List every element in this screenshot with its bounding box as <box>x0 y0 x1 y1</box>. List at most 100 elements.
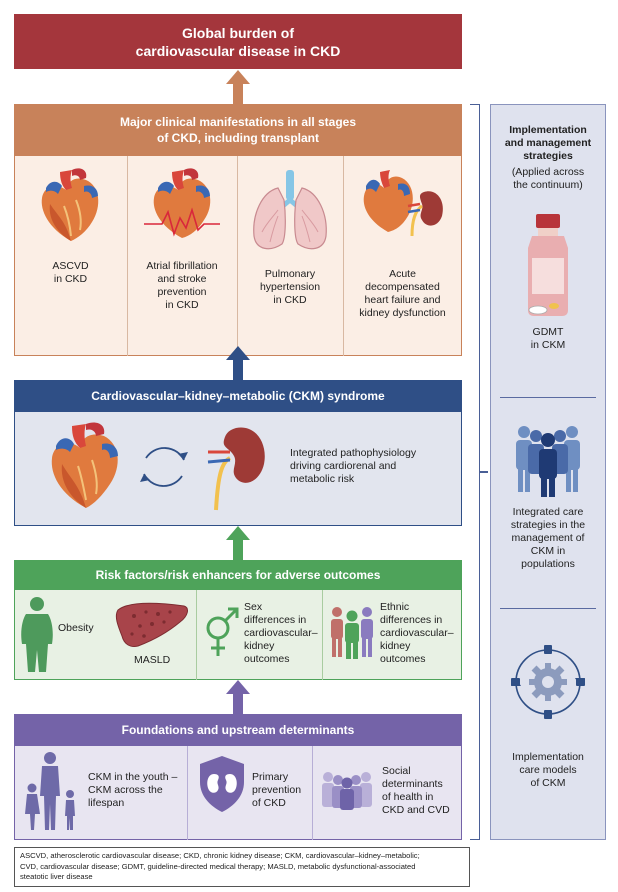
lungs-icon <box>253 170 327 250</box>
manifestation-atrial-fibrillation: Atrial fibrillation and stroke preventio… <box>127 166 237 312</box>
divider <box>343 156 344 356</box>
youth-line: CKM in the youth – <box>88 771 178 783</box>
footnote-line: steatotic liver disease <box>20 872 93 881</box>
side-bracket <box>470 104 480 840</box>
sex-differences-line: differences in <box>244 614 307 626</box>
manifestation-af-line: and stroke <box>157 273 207 285</box>
manifestations-header: Major clinical manifestations in all sta… <box>14 104 462 156</box>
manifestation-ascvd-line: ASCVD <box>52 260 89 272</box>
global-burden-title-line1: Global burden of <box>182 24 294 41</box>
ckm-header: Cardiovascular–kidney–metabolic (CKM) sy… <box>14 380 462 412</box>
heart-ecg-icon <box>144 168 220 238</box>
implementation-subtitle-line: (Applied across <box>511 166 585 178</box>
sex-differences-text: Sex differences in cardiovascular– kidne… <box>244 601 318 666</box>
integrated-care-line: Integrated care <box>512 506 584 518</box>
manifestation-ascvd-line: in CKD <box>53 273 88 285</box>
medicine-bottle-icon <box>528 214 568 316</box>
implementation-models-line: Implementation <box>512 751 584 763</box>
arrow-up-blue-icon <box>226 346 250 380</box>
integrated-care-line: populations <box>521 558 575 570</box>
integrated-care-line: management of <box>511 532 585 544</box>
primary-prevention-line: of CKD <box>252 797 286 809</box>
sex-differences-line: cardiovascular– <box>244 627 318 639</box>
community-icon <box>322 772 372 810</box>
heart-icon <box>51 422 118 508</box>
risk-header-text: Risk factors/risk enhancers for adverse … <box>95 568 381 582</box>
ckm-description-line: driving cardiorenal and <box>290 460 397 472</box>
people-group-icon <box>516 426 580 497</box>
manifestation-ph-line: Pulmonary <box>264 268 316 280</box>
side-divider <box>500 608 596 609</box>
youth-text: CKM in the youth – CKM across the lifesp… <box>88 771 177 810</box>
kidney-icon <box>207 427 265 511</box>
ethnic-differences-line: Ethnic <box>380 601 410 613</box>
global-burden-title-line2: cardiovascular disease in CKD <box>135 42 341 59</box>
integrated-care-label: Integrated care strategies in the manage… <box>490 506 606 571</box>
implementation-models-line: of CKM <box>530 777 566 789</box>
diverse-people-icon <box>331 607 373 659</box>
manifestation-ph-line: hypertension <box>259 281 321 293</box>
manifestation-hf-line: kidney dysfunction <box>359 307 446 319</box>
heart-kidney-icon <box>363 170 443 237</box>
youth-line: lifespan <box>88 797 125 809</box>
manifestation-ascvd: ASCVD in CKD <box>14 166 127 286</box>
obesity-label: Obesity <box>58 622 94 634</box>
foundations-header: Foundations and upstream determinants <box>14 714 462 746</box>
social-determinants-line: CKD and CVD <box>382 804 450 816</box>
implementation-models-line: care models <box>519 764 577 776</box>
primary-prevention-line: Primary <box>252 771 289 783</box>
footnote-box: ASCVD, atherosclerotic cardiovascular di… <box>14 847 470 887</box>
social-determinants-line: Social <box>382 765 411 777</box>
cycle-arrows-icon <box>140 447 188 487</box>
arrow-up-purple-icon <box>226 680 250 714</box>
family-icon <box>25 752 75 830</box>
social-determinants-line: determinants <box>382 778 443 790</box>
side-bracket-tick <box>480 471 488 473</box>
masld-label: MASLD <box>134 654 171 666</box>
manifestation-hf-line: Acute <box>389 268 416 280</box>
divider <box>187 746 188 840</box>
risk-header: Risk factors/risk enhancers for adverse … <box>14 560 462 590</box>
sex-differences-line: kidney <box>244 640 275 652</box>
sex-differences-line: outcomes <box>244 653 290 665</box>
manifestations-header-line2: of CKD, including transplant <box>157 131 319 145</box>
obese-person-icon <box>21 597 53 672</box>
liver-icon <box>115 602 188 647</box>
ckm-description: Integrated pathophysiology driving cardi… <box>290 447 450 486</box>
implementation-subtitle: (Applied across the continuum) <box>490 166 606 192</box>
gear-cycle-icon <box>511 645 585 719</box>
implementation-title: Implementation and management strategies <box>490 124 606 163</box>
primary-prevention-line: prevention <box>252 784 302 796</box>
gdmt-label: GDMT in CKM <box>490 326 606 352</box>
manifestation-heart-failure: Acute decompensated heart failure and ki… <box>343 166 462 320</box>
ckm-header-text: Cardiovascular–kidney–metabolic (CKM) sy… <box>91 389 385 403</box>
foundations-header-text: Foundations and upstream determinants <box>121 723 355 737</box>
manifestation-hf-line: heart failure and <box>364 294 441 306</box>
divider <box>322 590 323 680</box>
footnote-line: CVD, cardiovascular disease; GDMT, guide… <box>20 861 416 871</box>
integrated-care-line: CKM in <box>530 545 566 557</box>
global-burden-box: Global burden of cardiovascular disease … <box>14 14 462 69</box>
manifestation-ph-line: in CKD <box>273 294 307 306</box>
divider <box>237 156 238 356</box>
divider <box>127 156 128 356</box>
ethnic-differences-text: Ethnic differences in cardiovascular– ki… <box>380 601 454 666</box>
manifestation-af-line: in CKD <box>165 299 199 311</box>
implementation-title-line: strategies <box>523 150 573 162</box>
integrated-care-line: strategies in the <box>510 519 586 531</box>
social-determinants-text: Social determinants of health in CKD and… <box>382 765 450 817</box>
social-determinants-line: of health in <box>382 791 434 803</box>
gender-symbols-icon <box>206 607 239 656</box>
divider <box>312 746 313 840</box>
shield-kidneys-icon <box>200 756 244 812</box>
side-divider <box>500 397 596 398</box>
manifestation-af-line: Atrial fibrillation <box>146 260 218 272</box>
gdmt-line: GDMT <box>532 326 564 338</box>
implementation-subtitle-line: the continuum) <box>513 179 583 191</box>
ckm-description-line: metabolic risk <box>290 473 355 485</box>
primary-prevention-text: Primary prevention of CKD <box>252 771 301 810</box>
youth-line: CKM across the <box>88 784 163 796</box>
implementation-models-label: Implementation care models of CKM <box>490 751 606 790</box>
implementation-title-line: Implementation <box>509 124 587 136</box>
manifestations-header-line1: Major clinical manifestations in all sta… <box>119 115 357 129</box>
